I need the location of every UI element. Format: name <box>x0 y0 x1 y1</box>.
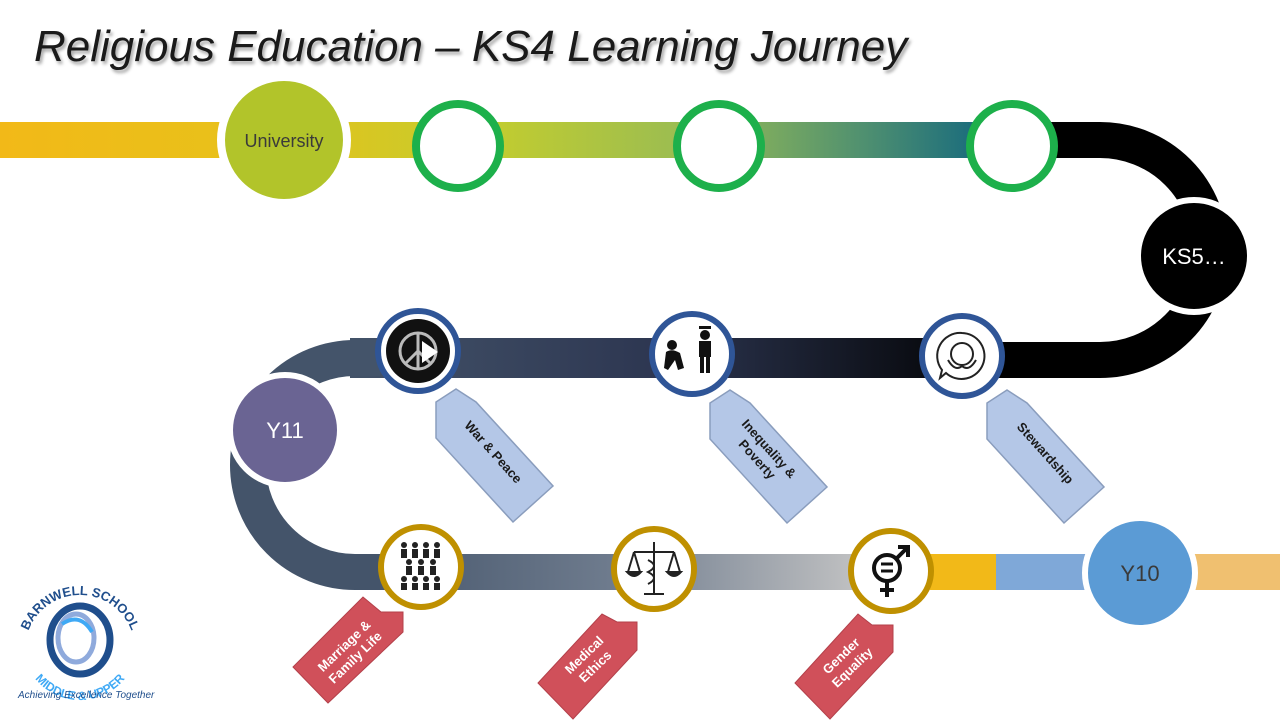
logo-tagline: Achieving Excellence Together <box>18 690 155 701</box>
tag-medical-ethics: Medical Ethics <box>537 613 638 720</box>
road-top <box>0 122 1030 158</box>
page-title: Religious Education – KS4 Learning Journ… <box>34 22 908 71</box>
milestone-y10-label: Y10 <box>1120 561 1159 586</box>
stop-stewardship <box>919 313 1005 399</box>
tag-gender-equality: Gender Equality <box>794 613 894 720</box>
milestone-y10: Y10 <box>1082 515 1198 631</box>
empty-stop-2 <box>673 100 765 192</box>
stop-war-peace <box>375 308 461 394</box>
tag-inequality-poverty: Inequality & Poverty <box>709 389 829 525</box>
milestone-ks5-label: KS5… <box>1162 244 1226 269</box>
milestone-y11-label: Y11 <box>266 418 304 443</box>
milestone-y11: Y11 <box>227 372 343 488</box>
empty-stop-3 <box>966 100 1058 192</box>
scales-caduceus-icon <box>624 542 684 595</box>
milestone-ks5: KS5… <box>1135 197 1253 315</box>
road-bottom-gold <box>930 554 996 590</box>
milestone-university: University <box>217 73 351 207</box>
road-bottom-end <box>1185 554 1280 590</box>
poverty-people-icon <box>664 326 711 373</box>
stop-gender-equality <box>848 528 934 614</box>
tag-war-peace: War & Peace <box>435 388 555 524</box>
stop-medical-ethics <box>611 526 697 612</box>
earth-hands-icon <box>936 331 986 381</box>
gender-equality-icon <box>872 545 910 597</box>
logo-swirl-icon <box>46 602 114 678</box>
tag-stewardship: Stewardship <box>986 389 1106 525</box>
tag-marriage-family: Marriage & Family Life <box>292 596 404 704</box>
family-group-icon <box>401 542 440 590</box>
stop-inequality-poverty <box>649 311 735 397</box>
milestone-university-label: University <box>244 131 323 151</box>
school-logo: BARNWELL SCHOOL MIDDLE & UPPER <box>17 583 142 703</box>
stop-marriage-family <box>378 524 464 610</box>
empty-stop-1 <box>412 100 504 192</box>
road-bottom-blue <box>996 554 1096 590</box>
